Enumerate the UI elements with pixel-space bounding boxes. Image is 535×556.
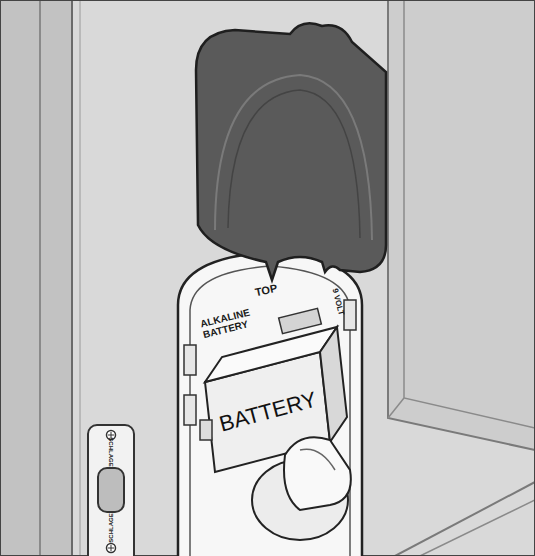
brand-mark: SCHLAGE bbox=[108, 513, 114, 542]
brand-mark: SCHLAGE bbox=[108, 437, 114, 466]
